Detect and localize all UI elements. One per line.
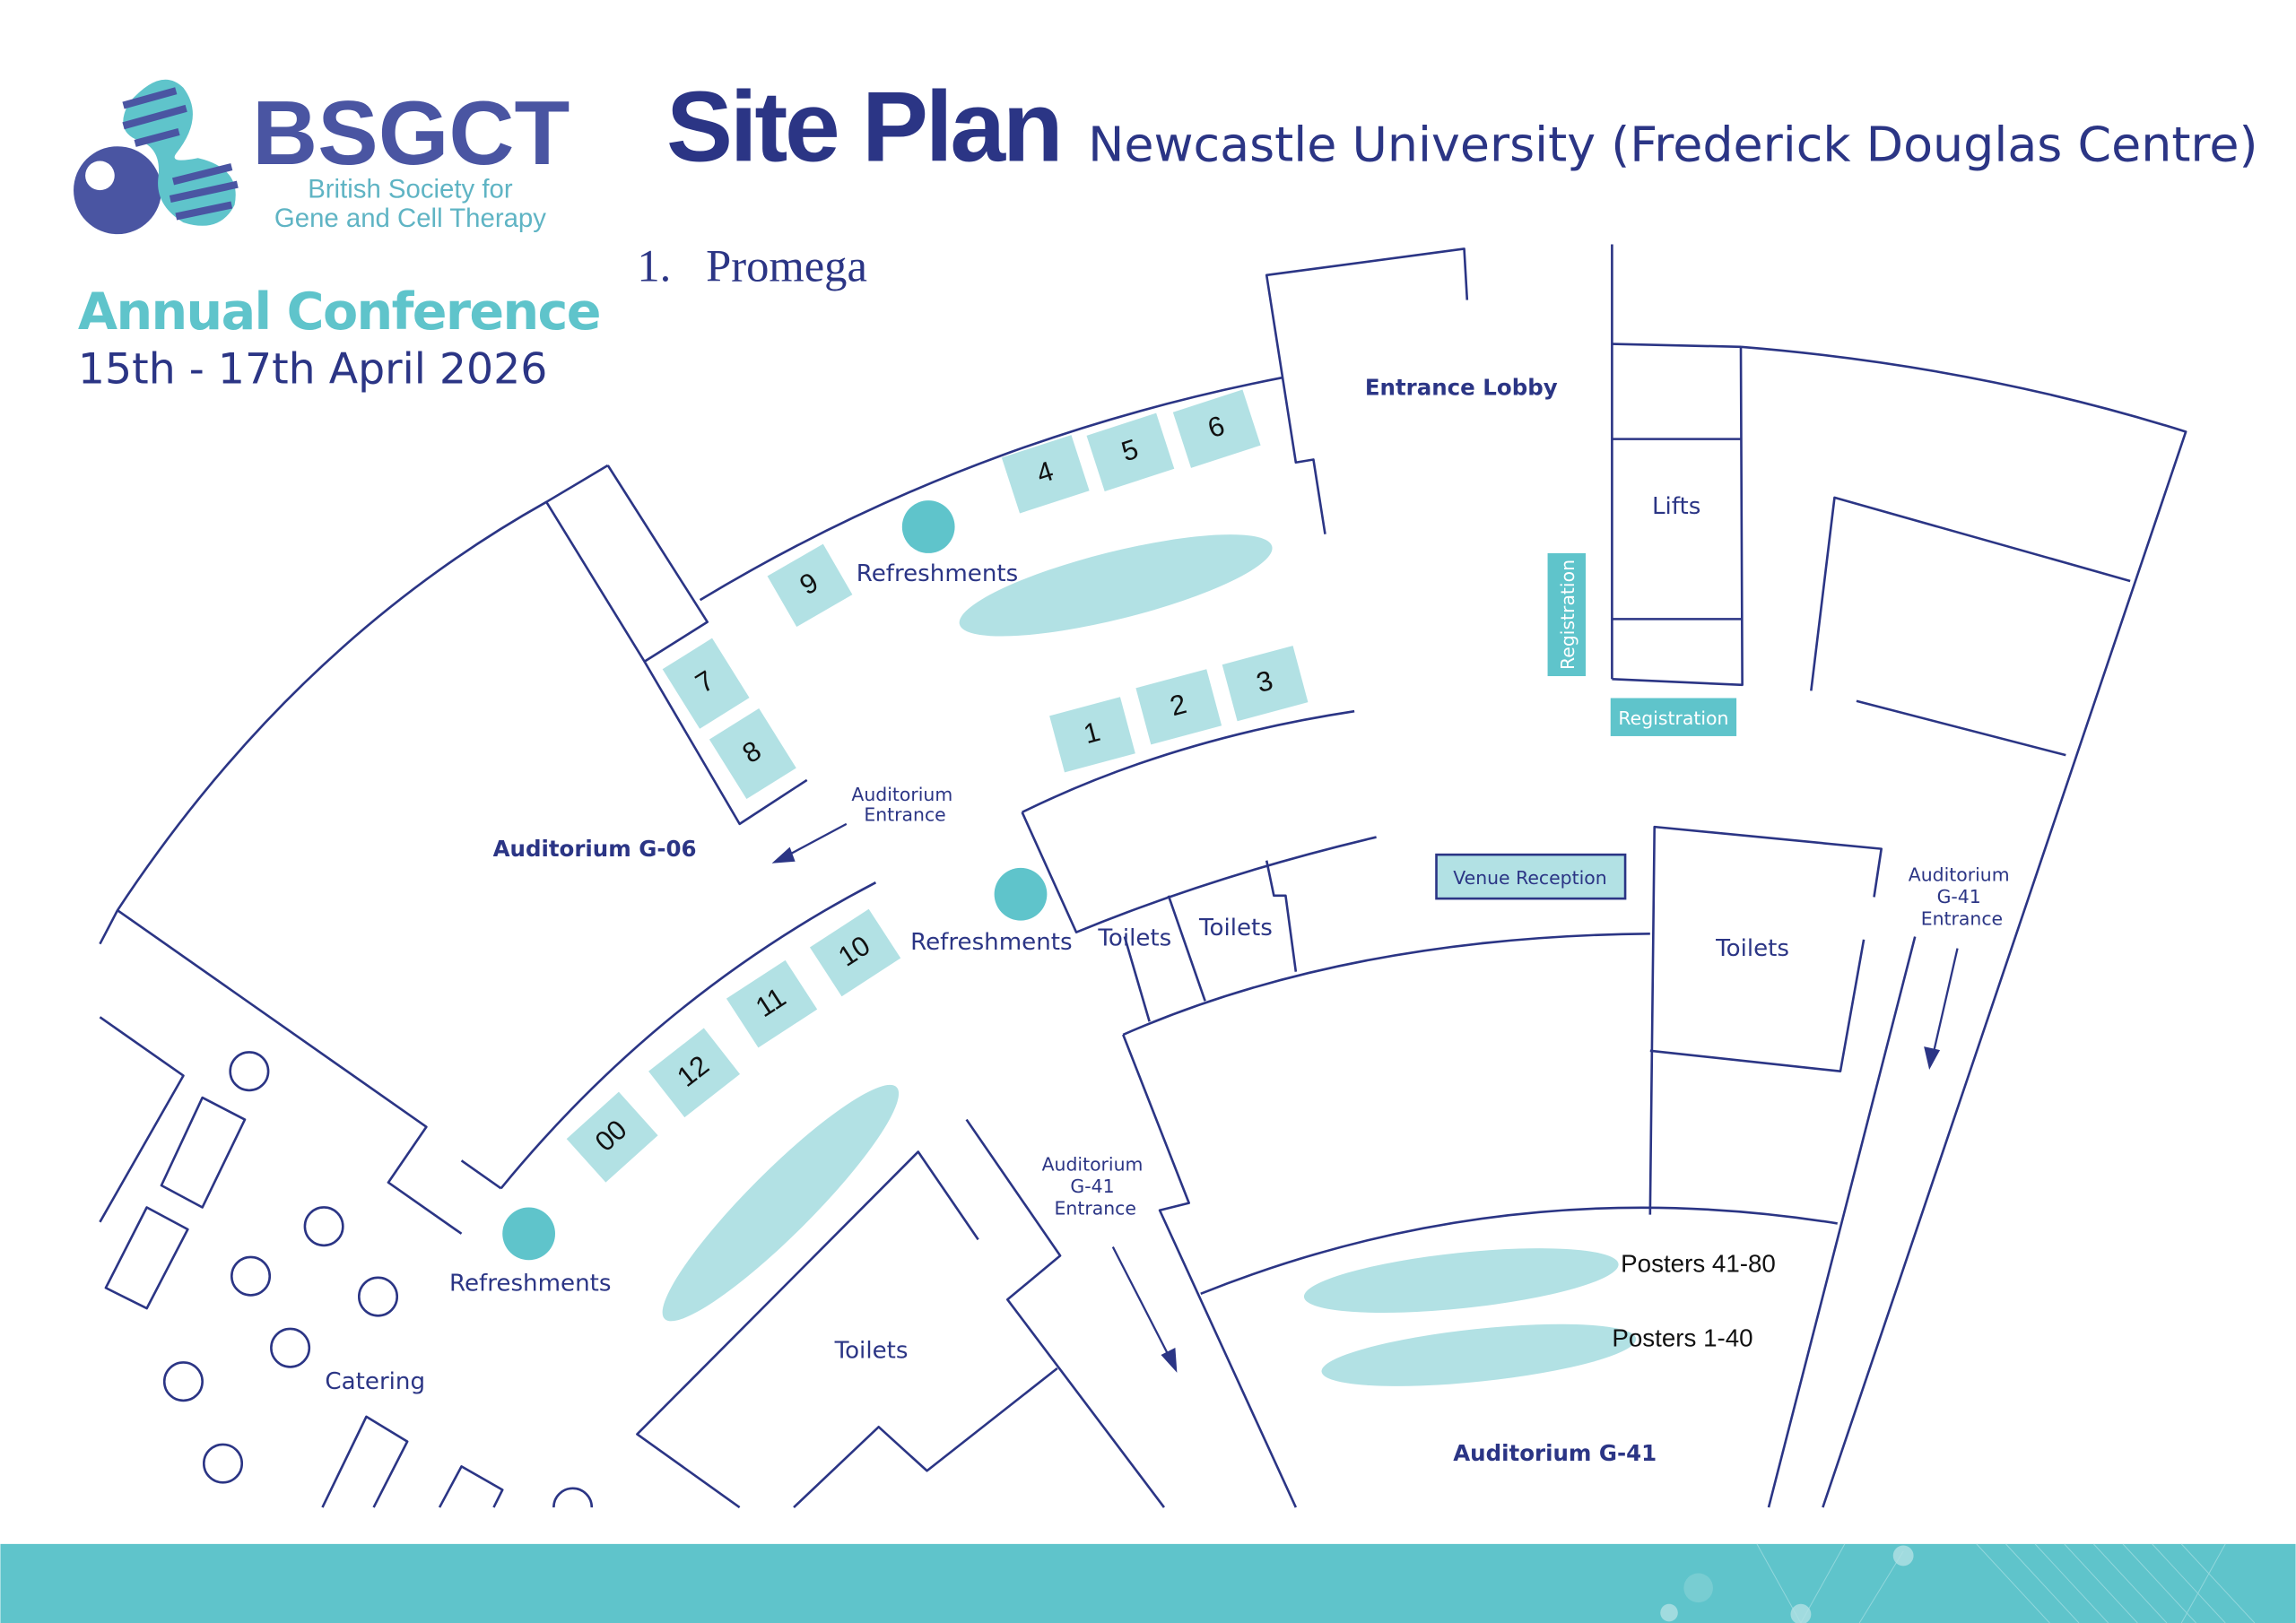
sponsor-name: Promega [706, 240, 867, 291]
registration-vertical-label: Registration [1557, 560, 1578, 670]
venue-reception-desk [1435, 853, 1627, 900]
bsgct-logo: BSGCT British Society for Gene and Cell … [74, 79, 570, 235]
conference-name: Annual Conference [78, 282, 600, 342]
refreshments-marker [901, 500, 955, 553]
catering-tables [162, 1051, 594, 1508]
display-area [662, 1084, 900, 1322]
floor-walls [99, 244, 2187, 1509]
auditorium-g41-label: Auditorium G-41 [1453, 1440, 1657, 1466]
refreshments-label: Refreshments [857, 560, 1018, 587]
booth-11[interactable]: 11 [726, 959, 818, 1048]
booth-8[interactable]: 8 [709, 708, 796, 800]
toilets-label: Toilets [834, 1338, 909, 1365]
refreshments-marker [994, 867, 1048, 921]
auditorium-g06-label: Auditorium G-06 [493, 836, 697, 862]
booth-10[interactable]: 10 [809, 908, 901, 997]
booth-12[interactable]: 12 [648, 1028, 741, 1118]
poster-board-41-80 [1303, 1248, 1619, 1314]
booth-3[interactable]: 3 [1222, 646, 1309, 722]
refreshments-label: Refreshments [910, 929, 1072, 956]
registration-label: Registration [1618, 707, 1728, 729]
registration-desk-vertical [1547, 552, 1586, 677]
toilets-label: Toilets [1198, 915, 1273, 942]
booth-5[interactable]: 5 [1086, 412, 1175, 491]
lifts-label: Lifts [1652, 493, 1700, 520]
sponsor-number: 1. [637, 240, 671, 291]
registration-desk [1610, 698, 1737, 736]
logo-line2: Gene and Cell Therapy [274, 204, 546, 233]
arrow-icon [771, 822, 1959, 1373]
booth-00[interactable]: 00 [566, 1091, 658, 1183]
logo-acronym: BSGCT [252, 82, 570, 184]
booth-7[interactable]: 7 [662, 638, 750, 729]
venue-reception-label: Venue Reception [1453, 867, 1606, 889]
booth-1[interactable]: 1 [1049, 697, 1135, 773]
entrance-lobby-label: Entrance Lobby [1365, 375, 1558, 401]
auditorium-g41-entrance-label: Auditorium G-41 Entrance [1042, 1154, 1149, 1219]
booth-6[interactable]: 6 [1172, 389, 1261, 468]
auditorium-entrance-label: Auditorium Entrance [851, 784, 958, 826]
auditorium-g41-entrance-label: Auditorium G-41 Entrance [1909, 864, 2015, 930]
footer-band [0, 1543, 2296, 1623]
page-title: Site Plan [666, 72, 1060, 183]
refreshments-label: Refreshments [449, 1271, 611, 1298]
refreshments-marker [502, 1207, 555, 1261]
venue-name: Newcastle University (Frederick Douglas … [1088, 117, 2257, 173]
display-area [959, 534, 1273, 637]
booth-2[interactable]: 2 [1135, 669, 1222, 745]
poster-board-1-40 [1321, 1324, 1637, 1386]
booth-9[interactable]: 9 [767, 543, 853, 628]
booth-4[interactable]: 4 [1001, 435, 1090, 514]
conference-dates: 15th - 17th April 2026 [78, 345, 547, 395]
catering-label: Catering [325, 1368, 425, 1395]
toilets-label: Toilets [1715, 935, 1789, 962]
logo-line1: British Society for [308, 174, 513, 204]
posters-41-80-label: Posters 41-80 [1621, 1249, 1776, 1277]
posters-1-40-label: Posters 1-40 [1612, 1324, 1752, 1352]
toilets-label: Toilets [1097, 924, 1171, 951]
